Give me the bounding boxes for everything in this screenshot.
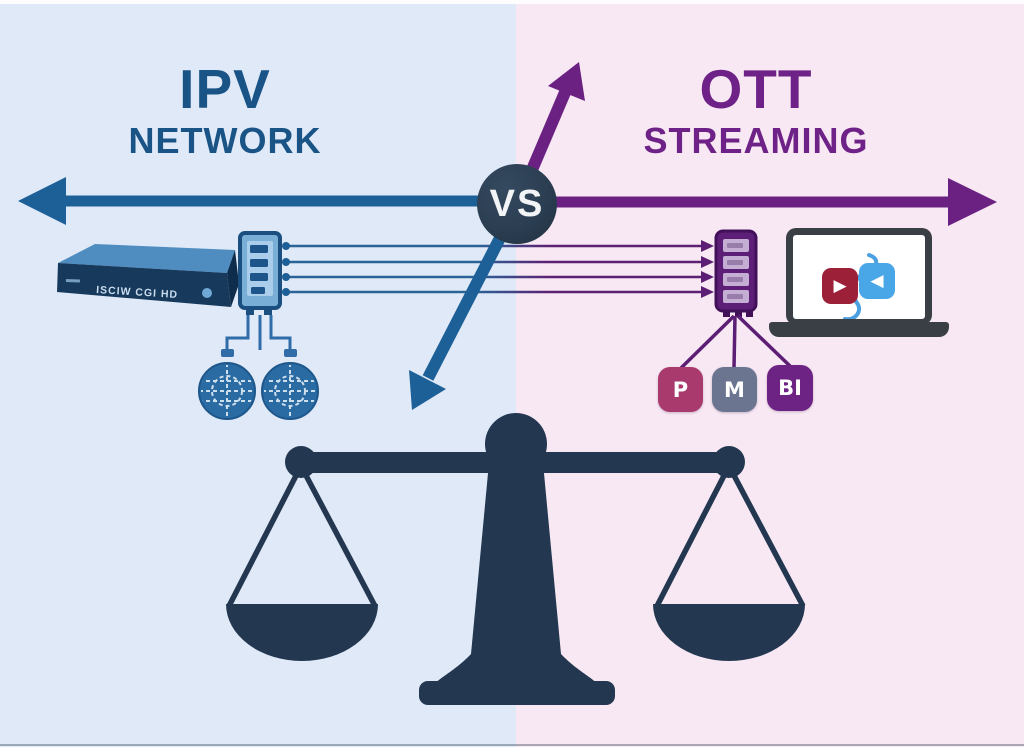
scale-right-pan [653, 604, 805, 661]
switch-port-rows [250, 245, 268, 294]
stb-vent-dash [65, 279, 80, 283]
down-arrowhead-icon [409, 370, 446, 410]
network-globe-1 [198, 349, 256, 420]
receiver-slots [723, 239, 749, 303]
iptv-title-block: IPV NETWORK [75, 62, 375, 159]
play-glyph: ▶ [833, 276, 847, 295]
app-2-glyph: M [724, 377, 745, 402]
bottom-border-strip [0, 744, 1024, 746]
play-video-app-icon: ▶ [822, 268, 858, 304]
scale-beam [298, 452, 732, 473]
set-top-box: ISCIW CGI HD [57, 244, 239, 307]
laptop-base [769, 322, 949, 337]
streaming-app-icon-1: P [658, 367, 703, 412]
ott-title-block: OTT STREAMING [606, 62, 906, 159]
vs-badge: VS [477, 164, 557, 244]
link-line-arrowheads [701, 240, 714, 298]
streaming-app-icon-2: M [712, 367, 757, 412]
app-1-glyph: P [672, 377, 689, 402]
iptv-subtitle: NETWORK [128, 120, 322, 161]
stb-label: ISCIW CGI HD [96, 284, 179, 301]
stb-led-icon [202, 288, 212, 298]
balance-scale [226, 413, 806, 705]
right-arrowhead-icon [948, 178, 997, 226]
network-globe-2 [261, 349, 319, 420]
receiver-to-apps-links [679, 314, 792, 370]
ott-receiver-panel [714, 229, 758, 317]
iptv-switch-panel [238, 231, 282, 315]
scale-foot [419, 681, 615, 705]
send-message-app-icon: ◀ [859, 263, 895, 299]
vs-label: VS [489, 182, 545, 225]
up-arrowhead-icon [548, 62, 585, 101]
scale-strings [226, 464, 806, 608]
link-line-dots [282, 242, 290, 296]
iptv-title: IPV [179, 58, 271, 120]
app-3-glyph: BI [778, 376, 802, 400]
ott-subtitle: STREAMING [643, 120, 869, 161]
ott-right-arrow [516, 178, 997, 226]
switch-to-globe-links [225, 315, 292, 350]
top-border-strip [0, 0, 1024, 4]
iptv-left-arrow [18, 177, 516, 225]
scale-pillar [471, 452, 561, 654]
ott-title: OTT [699, 58, 813, 120]
scale-left-pan [226, 604, 378, 661]
laptop-screen: ▶ ◀ [793, 235, 925, 319]
left-arrowhead-icon [18, 177, 66, 225]
send-glyph: ◀ [870, 271, 884, 290]
streaming-app-icon-3: BI [767, 365, 813, 411]
laptop: ▶ ◀ [786, 228, 932, 325]
